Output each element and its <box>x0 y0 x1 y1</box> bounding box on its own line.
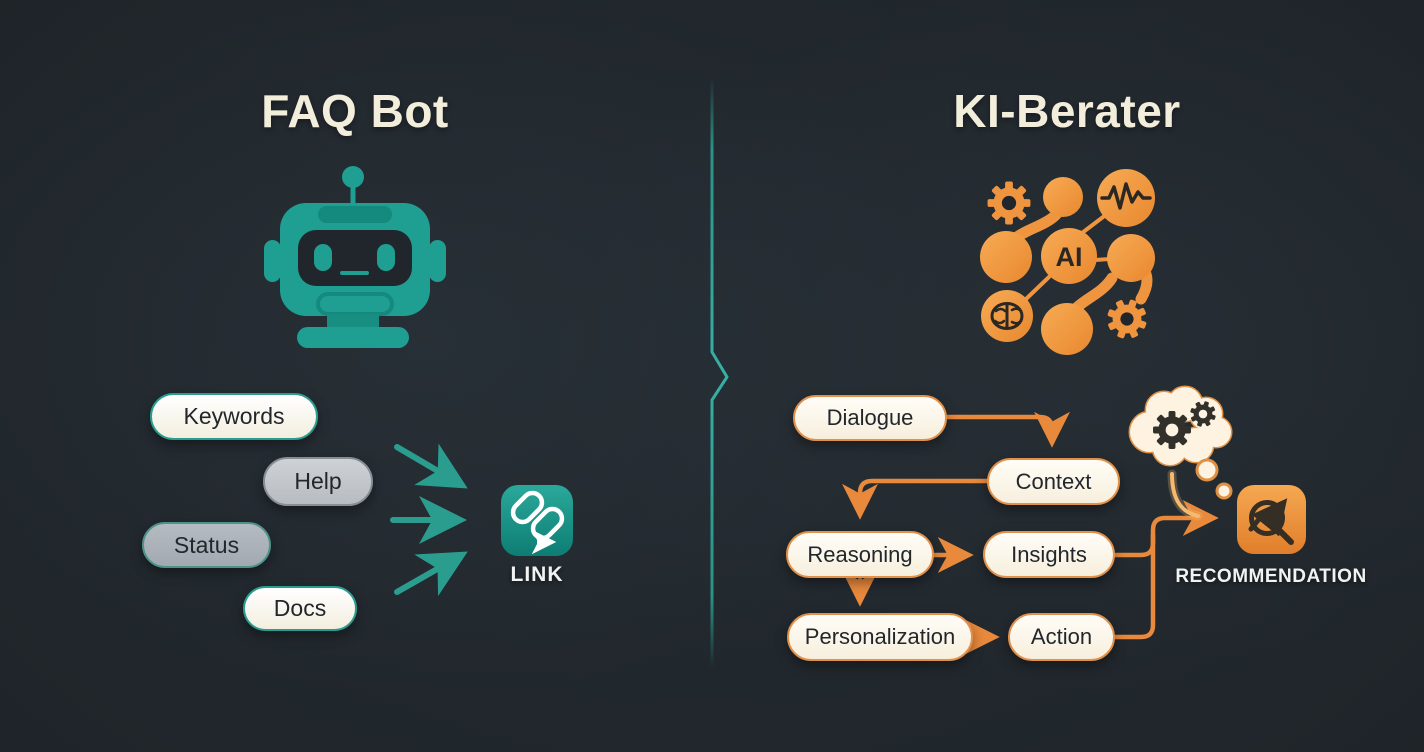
gear-icon <box>987 181 1153 345</box>
recommendation-label: RECOMMENDATION <box>1175 566 1367 587</box>
pill-status: Status <box>142 522 271 568</box>
node-insights: Insights <box>983 531 1115 578</box>
pills-to-link-arrows <box>390 443 468 597</box>
node-personalization: Personalization <box>787 613 973 661</box>
node-dialogue: Dialogue <box>793 395 947 441</box>
ai-core-label: AI <box>1056 242 1083 272</box>
recommendation-chart-icon <box>1237 485 1306 554</box>
faq-bot-title: FAQ Bot <box>261 85 449 137</box>
link-icon <box>501 485 573 556</box>
pill-keywords: Keywords <box>150 393 318 440</box>
thought-cloud-icon <box>1128 385 1233 500</box>
robot-icon <box>264 166 446 348</box>
pill-help: Help <box>263 457 373 506</box>
node-reasoning: Reasoning <box>786 531 934 578</box>
ki-berater-title: KI-Berater <box>953 85 1181 137</box>
ai-network-icon: AI <box>980 169 1155 355</box>
pill-docs: Docs <box>243 586 357 631</box>
flow-arrows <box>842 411 1219 655</box>
node-context: Context <box>987 458 1120 505</box>
brain-icon <box>990 302 1024 330</box>
divider-chevron <box>710 78 729 668</box>
pulse-icon <box>1100 182 1152 210</box>
link-label: LINK <box>510 563 564 586</box>
gear-icon <box>1153 397 1220 449</box>
node-action: Action <box>1008 613 1115 661</box>
